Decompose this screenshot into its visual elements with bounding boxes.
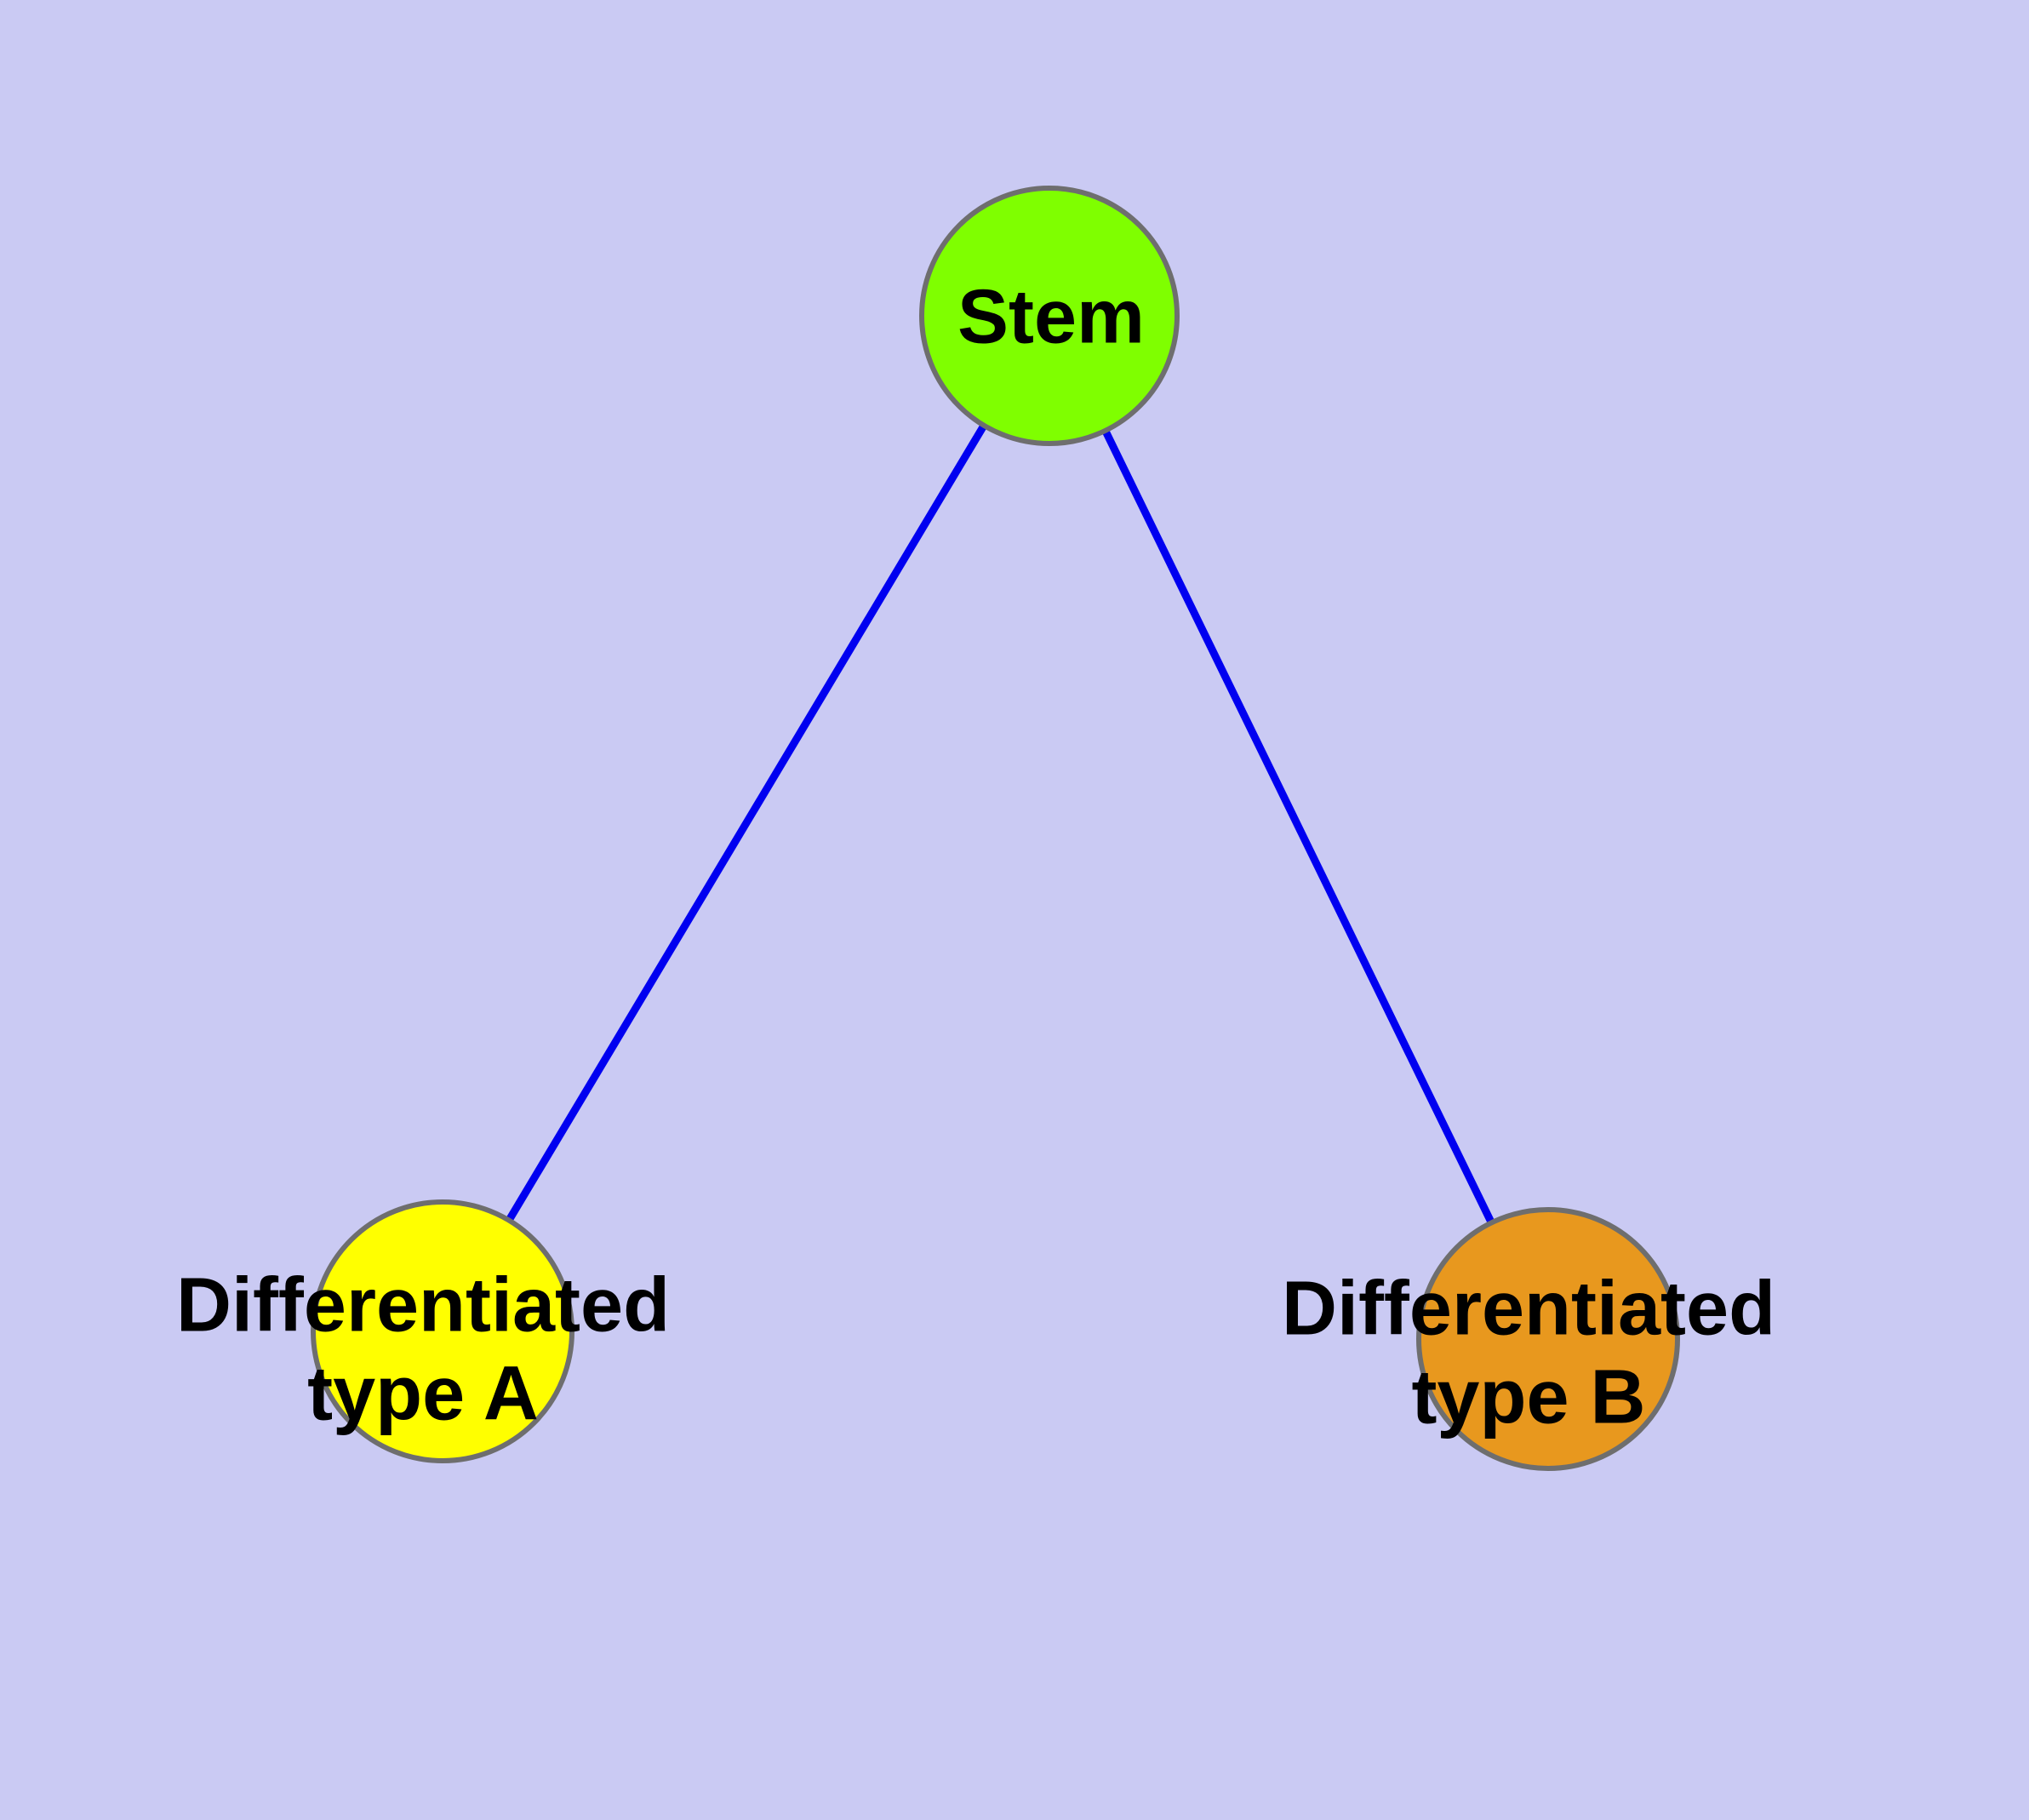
edge-stem-to-type-a [439,313,1053,1334]
node-type-a [311,1199,574,1463]
node-type-b-label: Differentiated type B [1281,1266,1776,1440]
edge-stem-to-type-b [1045,314,1552,1341]
node-stem [919,186,1180,446]
node-type-a-label: Differentiated type A [175,1262,671,1437]
node-stem-label: Stem [957,274,1146,360]
node-type-b [1416,1207,1680,1471]
